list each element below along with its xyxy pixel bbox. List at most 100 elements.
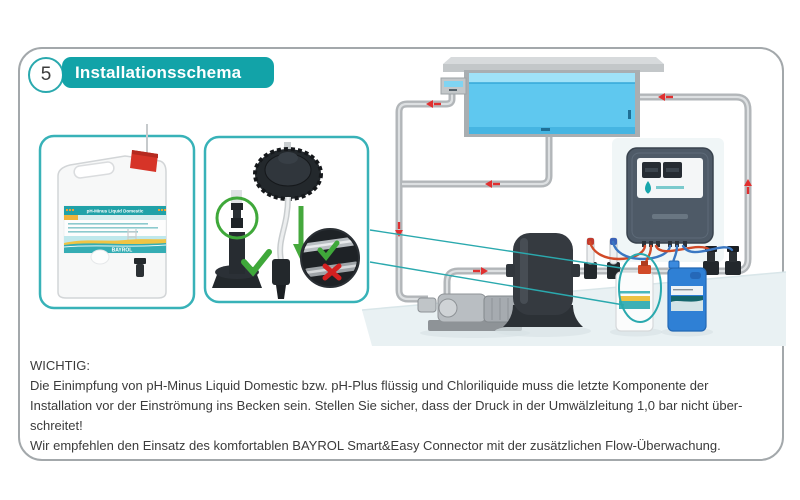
label-wave-teal <box>619 301 650 309</box>
label-subband-accent <box>64 215 78 220</box>
label-dot <box>161 209 163 211</box>
controller-port <box>649 241 653 247</box>
label-wave-line <box>63 244 167 248</box>
injection-valve-ph <box>703 261 719 275</box>
injection-valve-ph-stem <box>707 249 715 262</box>
pump-outlet-highlight <box>445 269 515 298</box>
pump-front-cover <box>438 298 458 318</box>
label-dot <box>69 209 71 211</box>
label-header-band <box>64 206 166 215</box>
magnifier-content <box>303 236 357 281</box>
section-title: Installationsschema <box>62 57 274 88</box>
dosing-controller <box>626 147 714 247</box>
injection-valve-chlorine <box>725 261 741 275</box>
brand-text: BAYROL <box>112 248 133 254</box>
controller-port <box>642 241 646 247</box>
chlorine-dosing-tube <box>681 244 734 254</box>
label-title: pH-Minus Liquid Domestic <box>87 209 144 214</box>
lance-tube <box>146 124 148 156</box>
valve-barb <box>233 210 241 218</box>
pool <box>440 57 664 137</box>
skimmer-flap <box>449 89 457 91</box>
pool-water-surface <box>469 73 635 83</box>
lance-connector <box>272 259 290 285</box>
pump-inlet-flange <box>417 297 437 313</box>
canister-handle <box>690 272 701 279</box>
label-text-bar <box>673 289 693 291</box>
main-drain <box>541 128 550 131</box>
lance-tip <box>276 285 286 299</box>
label-dot <box>72 209 74 211</box>
label-dot <box>66 209 68 211</box>
drain-pipe-highlight <box>402 135 551 186</box>
controller-port <box>668 241 672 247</box>
pool-water <box>469 83 635 127</box>
filter-shadow <box>495 325 591 337</box>
pool-deck-front <box>443 64 664 72</box>
skimmer <box>440 77 467 95</box>
tube-correct-highlight <box>303 239 356 250</box>
injection-valve-chlorine-stem <box>729 249 737 262</box>
red-cap-top <box>132 150 158 158</box>
panel-text-bar <box>656 186 684 189</box>
inset-fittings <box>203 135 370 304</box>
inset-canister: pH-Minus Liquid Domestic BAYROL <box>38 124 196 310</box>
label-band-white <box>671 286 703 295</box>
spigot-top <box>134 258 146 264</box>
suction-pipe-highlight <box>397 94 454 301</box>
label-line <box>619 291 650 294</box>
important-notice: WICHTIG: Die Einimpfung von pH-Minus Liq… <box>30 356 775 456</box>
screw-cap-hub <box>278 152 298 164</box>
controller-port <box>683 241 687 247</box>
ph-minus-canister <box>610 261 662 337</box>
suction-lance-cap-ph <box>638 265 651 274</box>
controller-label-bar <box>652 214 688 219</box>
checkmark-icon <box>241 249 272 277</box>
filter-port-right <box>571 264 580 277</box>
pool-ladder-icon <box>127 229 137 243</box>
label-dot <box>158 209 160 211</box>
suction-lance-cap-chlorine <box>668 260 680 269</box>
label-wave-yellow <box>619 296 650 301</box>
label-text-line <box>68 231 138 233</box>
pool-deck-top <box>443 57 664 64</box>
controller-port <box>656 241 660 247</box>
display-digits <box>666 168 679 172</box>
notice-line: Die Einimpfung von pH-Minus Liquid Domes… <box>30 378 709 393</box>
cross-icon <box>322 263 342 281</box>
notice-heading: WICHTIG: <box>30 358 90 373</box>
pool-water-deep <box>469 127 635 134</box>
label-dot <box>164 209 166 211</box>
valve-barb <box>231 218 243 228</box>
label-wave <box>671 300 703 311</box>
display-digits <box>645 168 658 172</box>
inlet-nozzle <box>628 110 631 119</box>
callout-line <box>369 261 625 306</box>
page-frame <box>18 47 784 461</box>
callout <box>369 229 662 323</box>
filter-highlight <box>520 238 528 304</box>
label-text-line <box>68 223 148 225</box>
notice-line: schreitet! <box>30 418 83 433</box>
highlight-circle <box>215 196 259 240</box>
checkmark-icon <box>317 240 340 261</box>
suction-lance-top-ph <box>641 261 648 266</box>
notice-line: Installation vor der Einströmung ins Bec… <box>30 398 743 413</box>
chlorine-canister <box>661 260 713 337</box>
valve-barb <box>231 203 243 210</box>
skimmer-water <box>444 81 463 87</box>
detail-magnifier <box>300 228 360 288</box>
valve-tube-stub <box>231 190 242 203</box>
valve-column <box>229 232 245 274</box>
controller-inner-frame <box>631 152 709 239</box>
label-text-line <box>68 227 158 229</box>
controller-port <box>675 241 679 247</box>
section-number-badge: 5 <box>28 57 64 93</box>
water-drop-logo-icon <box>645 181 651 194</box>
label-subband <box>64 215 166 220</box>
notice-line: Wir empfehlen den Einsatz des komfortabl… <box>30 438 721 453</box>
ph-electrode-cable <box>588 240 647 261</box>
canister-handle-large <box>73 161 115 179</box>
